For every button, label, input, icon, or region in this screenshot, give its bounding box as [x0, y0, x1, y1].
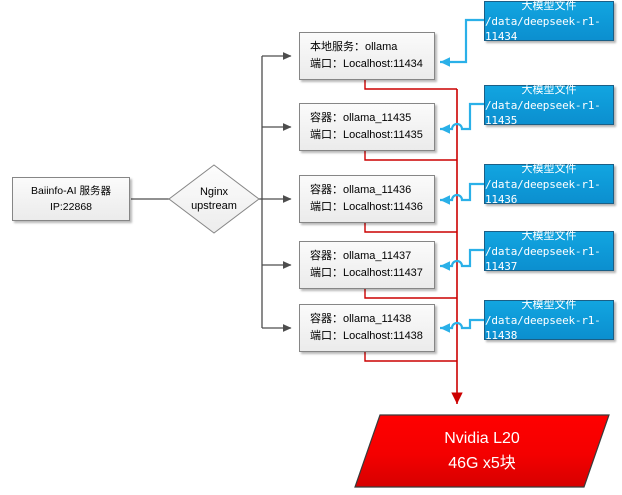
service-title: 容器：ollama_11435 [310, 112, 412, 124]
nginx-label-line1: Nginx [199, 186, 229, 198]
service-title: 容器：ollama_11436 [310, 184, 412, 196]
service-title: 容器：ollama_11438 [310, 313, 412, 325]
model-file-title: 大模型文件 [521, 162, 577, 175]
gpu-memory: 46G x5块 [448, 455, 516, 472]
service-node-11435[interactable]: 容器：ollama_11435 端口：Localhost:11435 [299, 103, 435, 151]
parallelogram-shape [354, 414, 610, 488]
server-name: Baiinfo-AI 服务器 [31, 185, 111, 197]
model-file-title: 大模型文件 [521, 229, 577, 242]
service-title: 容器：ollama_11437 [310, 250, 412, 262]
diamond-shape [168, 164, 260, 234]
model-file-node-11438[interactable]: 大模型文件 /data/deepseek-r1-11438 [484, 298, 614, 342]
service-port: 端口：Localhost:11435 [310, 129, 423, 141]
model-file-title: 大模型文件 [521, 83, 577, 96]
server-ip: IP:22868 [49, 201, 93, 213]
service-node-11438[interactable]: 容器：ollama_11438 端口：Localhost:11438 [299, 304, 435, 352]
nginx-upstream-node[interactable]: Nginx upstream [168, 164, 260, 234]
service-port: 端口：Localhost:11438 [310, 330, 423, 342]
model-file-title: 大模型文件 [521, 298, 577, 311]
service-port: 端口：Localhost:11434 [310, 58, 423, 70]
model-file-node-11437[interactable]: 大模型文件 /data/deepseek-r1-11437 [484, 229, 614, 273]
model-file-node-11436[interactable]: 大模型文件 /data/deepseek-r1-11436 [484, 162, 614, 206]
model-file-title: 大模型文件 [521, 0, 577, 12]
service-node-11437[interactable]: 容器：ollama_11437 端口：Localhost:11437 [299, 241, 435, 289]
nginx-label-line2: upstream [191, 200, 237, 212]
connector-nginx-fanout [259, 52, 292, 332]
connector-modelfiles-to-services [440, 18, 484, 333]
server-node[interactable]: Baiinfo-AI 服务器 IP:22868 [12, 177, 130, 221]
gpu-node[interactable]: Nvidia L20 46G x5块 [354, 414, 610, 488]
model-file-path: /data/deepseek-r1-11437 [485, 244, 601, 273]
service-port: 端口：Localhost:11436 [310, 201, 423, 213]
model-file-path: /data/deepseek-r1-11435 [485, 98, 601, 127]
service-node-11434[interactable]: 本地服务：ollama 端口：Localhost:11434 [299, 32, 435, 80]
model-file-node-11435[interactable]: 大模型文件 /data/deepseek-r1-11435 [484, 83, 614, 127]
service-node-11436[interactable]: 容器：ollama_11436 端口：Localhost:11436 [299, 175, 435, 223]
service-title: 本地服务：ollama [310, 41, 398, 53]
gpu-model: Nvidia L20 [444, 430, 520, 447]
model-file-path: /data/deepseek-r1-11436 [485, 177, 601, 206]
model-file-path: /data/deepseek-r1-11434 [485, 14, 601, 43]
model-file-path: /data/deepseek-r1-11438 [485, 313, 601, 342]
model-file-node-11434[interactable]: 大模型文件 /data/deepseek-r1-11434 [484, 0, 614, 43]
service-port: 端口：Localhost:11437 [310, 267, 423, 279]
